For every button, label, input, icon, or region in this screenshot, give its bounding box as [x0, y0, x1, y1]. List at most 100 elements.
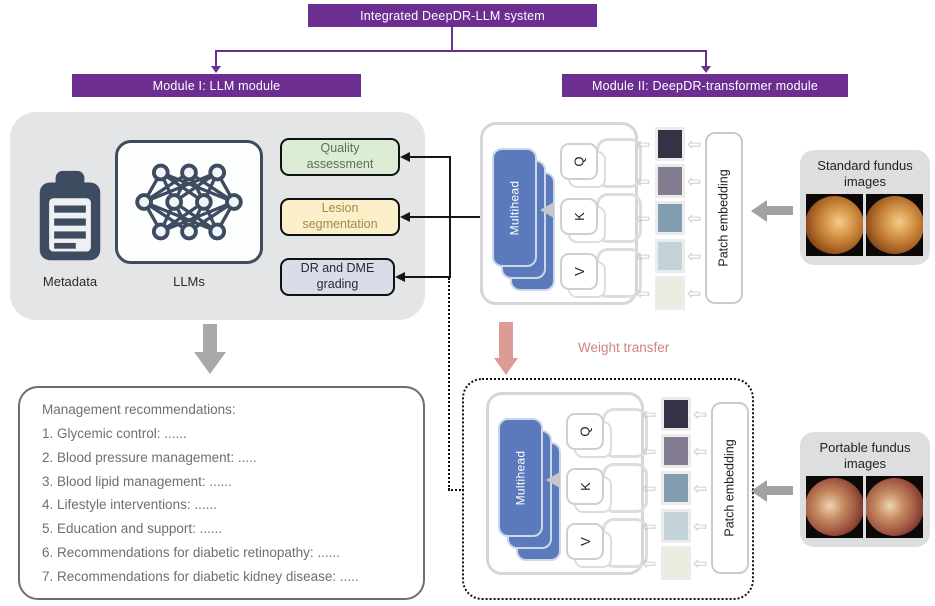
input-arrow-head — [751, 199, 767, 222]
left-arrow-icon: ⇦ — [693, 479, 708, 498]
dotted-connector-horizontal — [448, 489, 464, 491]
title-banner-label: Integrated DeepDR-LLM system — [360, 8, 545, 23]
patch-slot — [661, 546, 691, 580]
task-lesion-segmentation: Lesion segmentation — [280, 198, 400, 236]
arrowhead-module2 — [701, 66, 711, 73]
left-arrow-icon: ⇦ — [636, 247, 651, 266]
multihead-label: Multihead — [513, 450, 528, 505]
weight-transfer-arrow-head — [494, 358, 518, 375]
fundus-image — [866, 476, 923, 538]
patch-embedding-box: Patch embedding — [705, 132, 743, 304]
task-connector-lesion — [409, 216, 488, 218]
patch-swatch-3 — [658, 204, 682, 232]
input-arrow-icon — [766, 206, 793, 215]
weight-transfer-arrow-icon — [499, 322, 513, 359]
management-item: 6. Recommendations for diabetic retinopa… — [42, 544, 340, 560]
metadata-label: Metadata — [42, 274, 98, 289]
left-arrow-icon: ⇦ — [642, 554, 657, 573]
standard-fundus-label: Standard fundus images — [817, 158, 913, 190]
left-arrow-icon: ⇦ — [693, 554, 708, 573]
left-arrow-icon: ⇦ — [693, 405, 708, 424]
v-box: V — [566, 523, 604, 560]
fundus-image — [806, 476, 863, 538]
left-arrow-icon: ⇦ — [642, 442, 657, 461]
k-box: K — [566, 468, 604, 505]
portable-fundus-label: Portable fundus images — [819, 440, 911, 472]
connector-top-vertical — [451, 27, 453, 51]
task-lesion-segmentation-label: Lesion segmentation — [302, 201, 378, 231]
left-arrow-icon: ⇦ — [687, 135, 702, 154]
v-label: V — [577, 537, 593, 546]
task-quality-assessment: Quality assessment — [280, 138, 400, 176]
v-label: V — [571, 267, 587, 276]
management-item: 5. Education and support: ...... — [42, 521, 223, 537]
left-arrow-icon: ⇦ — [687, 247, 702, 266]
arrowhead-lesion — [400, 211, 410, 222]
connector-right-vertical — [705, 50, 707, 67]
fundus-image — [866, 194, 923, 256]
q-label: Q — [577, 426, 593, 437]
patch-slot — [655, 276, 685, 310]
input-arrow-icon — [766, 486, 793, 495]
dotted-connector-vertical — [448, 278, 450, 490]
v-box: V — [560, 253, 598, 290]
patch-swatch-1 — [658, 130, 682, 158]
arrowhead-quality — [400, 151, 410, 162]
patch-swatch-3 — [664, 474, 688, 502]
left-arrow-icon: ⇦ — [642, 517, 657, 536]
management-item: 4. Lifestyle interventions: ...... — [42, 497, 217, 513]
left-arrow-icon: ⇦ — [687, 172, 702, 191]
patch-slot — [655, 164, 685, 198]
patch-slot — [661, 509, 691, 543]
management-title: Management recommendations: — [42, 402, 236, 418]
down-arrow-icon — [203, 324, 217, 354]
k-label: K — [577, 482, 593, 491]
merge-arrow-icon — [546, 472, 560, 488]
task-dr-dme-grading: DR and DME grading — [280, 258, 395, 296]
module1-banner: Module I: LLM module — [72, 74, 361, 97]
patch-slot — [655, 239, 685, 273]
llms-label: LLMs — [173, 274, 205, 289]
llms-box — [115, 140, 263, 264]
management-item: 3. Blood lipid management: ...... — [42, 473, 232, 489]
task-connector-quality — [409, 156, 451, 158]
arrowhead-grading — [395, 271, 405, 282]
task-dr-dme-grading-label: DR and DME grading — [300, 261, 375, 291]
patch-embedding-label: Patch embedding — [723, 439, 738, 537]
clipboard-icon — [39, 170, 101, 261]
arrowhead-module1 — [211, 66, 221, 73]
task-connector-grading — [404, 276, 451, 278]
patch-slot — [661, 471, 691, 505]
left-arrow-icon: ⇦ — [687, 209, 702, 228]
management-item: 7. Recommendations for diabetic kidney d… — [42, 568, 359, 584]
k-box: K — [560, 198, 598, 235]
module2-banner: Module II: DeepDR-transformer module — [562, 74, 848, 97]
module1-banner-label: Module I: LLM module — [152, 78, 281, 93]
patch-slot — [655, 127, 685, 161]
deepdr-transformer-finetuned: Multihead Q K V ⇦ ⇦ ⇦ ⇦ ⇦ ⇦ ⇦ ⇦ ⇦ ⇦ Patc… — [486, 392, 756, 592]
q-box: Q — [566, 413, 604, 450]
q-box: Q — [560, 143, 598, 180]
left-arrow-icon: ⇦ — [636, 284, 651, 303]
patch-slot — [661, 434, 691, 468]
management-item: 2. Blood pressure management: ..... — [42, 449, 257, 465]
input-arrow-head — [751, 479, 767, 502]
patch-embedding-box: Patch embedding — [711, 402, 749, 574]
module2-banner-label: Module II: DeepDR-transformer module — [591, 78, 819, 93]
left-arrow-icon: ⇦ — [642, 479, 657, 498]
patch-embedding-label: Patch embedding — [717, 169, 732, 267]
deepdr-transformer-pretrained: Multihead Q K V ⇦ ⇦ ⇦ ⇦ ⇦ ⇦ ⇦ ⇦ ⇦ ⇦ Patc… — [480, 122, 750, 322]
patch-swatch-5 — [658, 279, 682, 307]
q-label: Q — [571, 156, 587, 167]
left-arrow-icon: ⇦ — [693, 442, 708, 461]
patch-slot — [661, 397, 691, 431]
patch-slot — [655, 201, 685, 235]
down-arrow-head — [194, 352, 226, 374]
multihead-label: Multihead — [507, 180, 522, 235]
patch-swatch-5 — [664, 549, 688, 577]
management-recommendations-box: Management recommendations: 1. Glycemic … — [18, 386, 425, 600]
left-arrow-icon: ⇦ — [642, 405, 657, 424]
left-arrow-icon: ⇦ — [693, 517, 708, 536]
multihead-block: Multihead — [492, 148, 537, 267]
